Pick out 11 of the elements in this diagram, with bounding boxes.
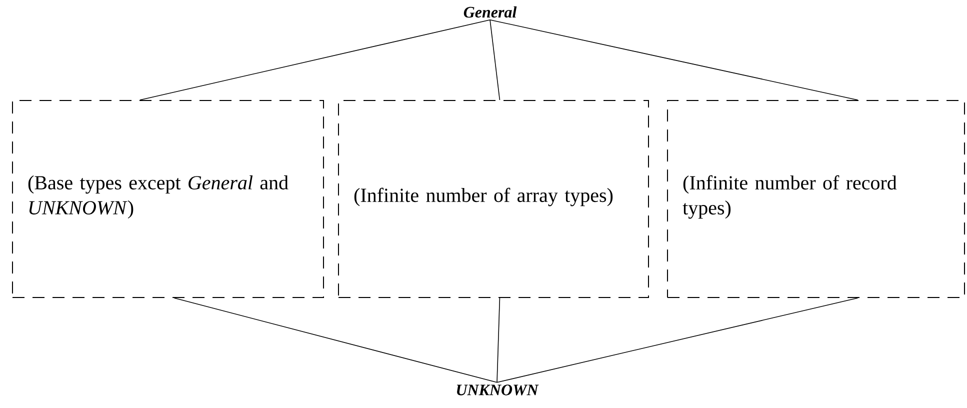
type-label: UNKNOWN (456, 384, 539, 396)
connector-line (174, 298, 498, 383)
connector-line (496, 298, 500, 383)
connector-line (496, 298, 858, 383)
dashed-box: (Infinite number of record types) (667, 100, 965, 298)
dashed-box: (Infinite number of array types) (338, 100, 649, 298)
connector-line (490, 19, 858, 100)
dashed-box: (Base types except General and UNKNOWN) (12, 100, 324, 298)
type-label: General (464, 6, 517, 18)
connector-line (140, 19, 490, 100)
connector-line (490, 19, 500, 100)
